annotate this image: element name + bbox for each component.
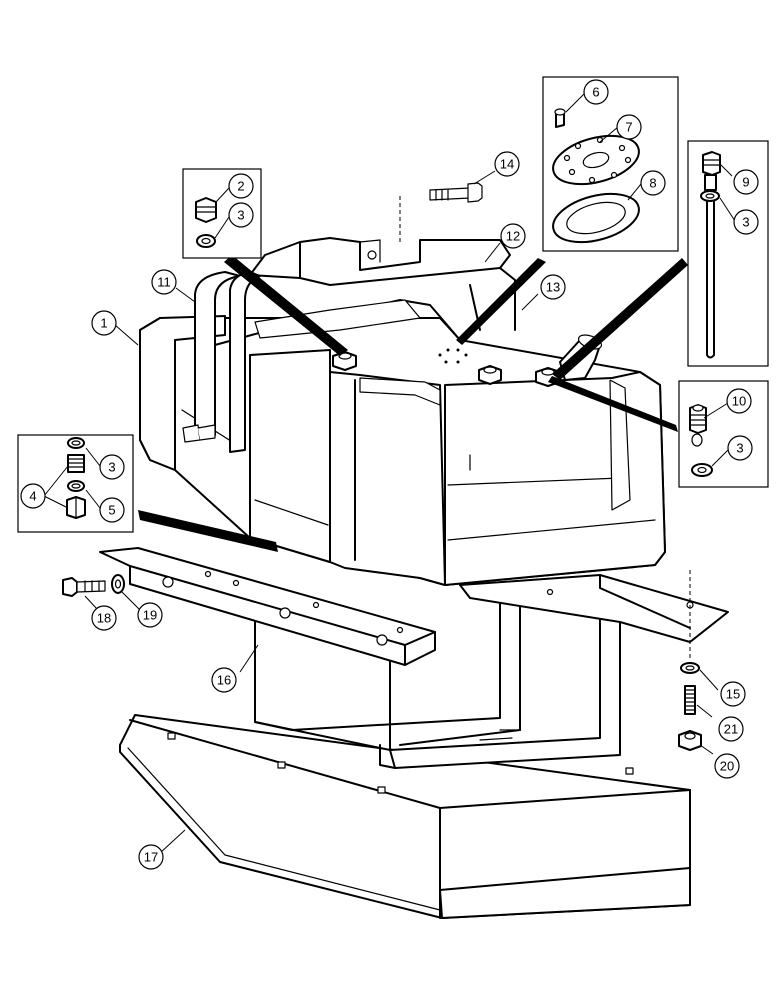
front-rail <box>99 547 436 666</box>
seal-5-hole <box>71 483 81 489</box>
callout-21-label: 21 <box>724 722 738 737</box>
callout-21: 21 <box>718 716 744 742</box>
leader-lines <box>43 93 736 854</box>
callout-3-dipstick: 3 <box>733 209 759 235</box>
callout-13: 13 <box>540 274 566 300</box>
tank-port-nut-1 <box>332 351 357 371</box>
fuel-tank <box>139 299 666 586</box>
callout-14-label: 14 <box>500 157 514 172</box>
callout-14: 14 <box>494 151 520 177</box>
screw-6 <box>554 108 566 128</box>
plug-2 <box>195 197 217 223</box>
nut-20 <box>678 730 702 751</box>
callout-3-drain: 3 <box>99 454 125 480</box>
callout-3-inset-plug-label: 3 <box>237 208 244 223</box>
callout-9-label: 9 <box>742 175 749 190</box>
inset-pointers <box>138 255 688 552</box>
callout-20-label: 20 <box>720 759 734 774</box>
callout-13-label: 13 <box>546 280 560 295</box>
top-bracket <box>249 237 516 331</box>
callout-3-sensor: 3 <box>727 435 753 461</box>
callout-11: 11 <box>151 269 177 295</box>
callout-4: 4 <box>20 483 46 509</box>
stud-21 <box>684 685 696 715</box>
skid-plate <box>119 714 691 919</box>
callout-6-label: 6 <box>592 85 599 100</box>
tank-port-nut-2 <box>478 365 502 385</box>
gasket-plate-7 <box>552 134 640 186</box>
washer-15 <box>680 662 700 674</box>
callout-7: 7 <box>616 114 642 140</box>
callout-20: 20 <box>714 753 740 779</box>
washer-3-sensor-hole <box>697 466 707 474</box>
callout-12: 12 <box>500 223 526 249</box>
callout-10: 10 <box>726 388 752 414</box>
callout-15-label: 15 <box>726 687 740 702</box>
callout-12-label: 12 <box>506 229 520 244</box>
callout-3-sensor-label: 3 <box>736 441 743 456</box>
callout-8-label: 8 <box>649 176 656 191</box>
washer-3-drain-hole <box>71 440 81 446</box>
callout-18: 18 <box>91 605 117 631</box>
callout-3-inset-plug: 3 <box>228 202 254 228</box>
washer-3-inset-a-hole <box>201 237 211 245</box>
callout-11-label: 11 <box>157 275 171 290</box>
callout-3-dipstick-label: 3 <box>742 215 749 230</box>
callout-3-drain-label: 3 <box>108 460 115 475</box>
callout-16-label: 16 <box>217 673 231 688</box>
bolt-14 <box>429 182 483 203</box>
callout-10-label: 10 <box>732 394 746 409</box>
callout-8: 8 <box>640 170 666 196</box>
support-bracket <box>254 584 621 769</box>
callout-19: 19 <box>137 602 163 628</box>
gasket-8 <box>552 192 640 244</box>
callout-5-label: 5 <box>108 503 115 518</box>
callout-6: 6 <box>583 79 609 105</box>
callout-9: 9 <box>733 169 759 195</box>
sender-mounting-holes <box>438 348 468 364</box>
callout-2-label: 2 <box>237 179 244 194</box>
dipstick-9 <box>702 151 721 359</box>
callout-15: 15 <box>720 681 746 707</box>
callout-1-label: 1 <box>100 316 107 331</box>
adapter-4 <box>67 454 85 473</box>
callout-17: 17 <box>138 844 164 870</box>
callout-18-label: 18 <box>97 611 111 626</box>
callout-1: 1 <box>91 310 117 336</box>
callout-4-label: 4 <box>29 489 36 504</box>
breather-hose <box>182 271 261 453</box>
callout-7-label: 7 <box>625 120 632 135</box>
callout-2: 2 <box>228 173 254 199</box>
washer-19 <box>111 574 125 594</box>
callout-5: 5 <box>99 497 125 523</box>
sensor-10 <box>689 404 707 447</box>
callout-17-label: 17 <box>144 850 158 865</box>
drain-plug-4 <box>66 496 86 519</box>
washer-3-dipstick-hole <box>705 193 715 199</box>
bolt-18 <box>62 577 106 597</box>
callout-16: 16 <box>211 667 237 693</box>
callout-19-label: 19 <box>143 608 157 623</box>
